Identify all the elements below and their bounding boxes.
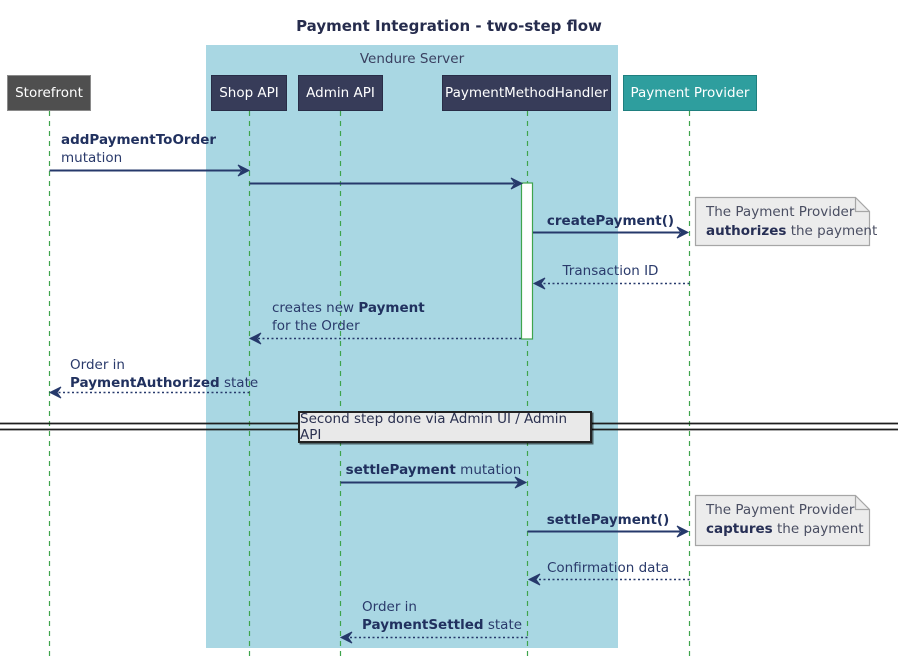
participant-storefront: Storefront — [7, 75, 91, 111]
divider-second-step: Second step done via Admin UI / Admin AP… — [298, 411, 592, 443]
participant-shop-api: Shop API — [211, 75, 287, 111]
participant-shop-api-label: Shop API — [219, 85, 279, 101]
arrow-settle-mutation — [340, 476, 528, 489]
arrow-transaction-id — [532, 277, 690, 290]
note-authorize-shape — [694, 196, 871, 247]
participant-admin-api: Admin API — [298, 75, 383, 111]
vendure-server-frame-label: Vendure Server — [359, 51, 465, 67]
message-settle-call-label: settlePayment() — [546, 512, 670, 528]
note-authorize: The Payment Provider authorizes the paym… — [706, 204, 878, 239]
arrow-order-authorized — [48, 386, 250, 399]
participant-payment-method-handler: PaymentMethodHandler — [442, 75, 611, 111]
note-capture: The Payment Provider captures the paymen… — [706, 502, 864, 537]
message-transaction-id-label: Transaction ID — [562, 263, 659, 279]
diagram-title: Payment Integration - two-step flow — [296, 17, 602, 35]
add-payment-bold: addPaymentToOrder — [61, 132, 217, 148]
arrow-create-payment — [533, 226, 690, 239]
divider-label: Second step done via Admin UI / Admin AP… — [300, 411, 568, 443]
arrow-shop-to-handler — [249, 177, 524, 190]
vendure-server-frame — [206, 45, 618, 648]
message-creates-payment-label: creates new Payment for the Order — [272, 300, 425, 334]
participant-storefront-label: Storefront — [15, 85, 83, 101]
message-order-authorized-label: Order in PaymentAuthorized state — [70, 357, 259, 391]
note-capture-shape — [694, 494, 871, 547]
participant-payment-provider-label: Payment Provider — [630, 85, 750, 101]
activation-bar — [520, 182, 534, 340]
participant-payment-method-handler-label: PaymentMethodHandler — [445, 85, 608, 101]
arrow-confirmation — [527, 573, 690, 586]
arrow-creates-payment — [248, 332, 521, 345]
add-payment-normal: mutation — [61, 150, 123, 166]
message-settle-mutation-label: settlePayment mutation — [345, 462, 522, 478]
participant-admin-api-label: Admin API — [306, 85, 375, 101]
message-create-payment-label: createPayment() — [546, 213, 675, 229]
arrow-order-settled — [339, 631, 528, 644]
message-order-settled-label: Order in PaymentSettled state — [362, 599, 523, 633]
message-add-payment-label: addPaymentToOrder mutation — [61, 131, 216, 167]
arrow-settle-call — [527, 525, 690, 538]
arrow-add-payment — [49, 164, 251, 177]
participant-payment-provider: Payment Provider — [623, 75, 757, 111]
message-confirmation-label: Confirmation data — [546, 560, 670, 576]
